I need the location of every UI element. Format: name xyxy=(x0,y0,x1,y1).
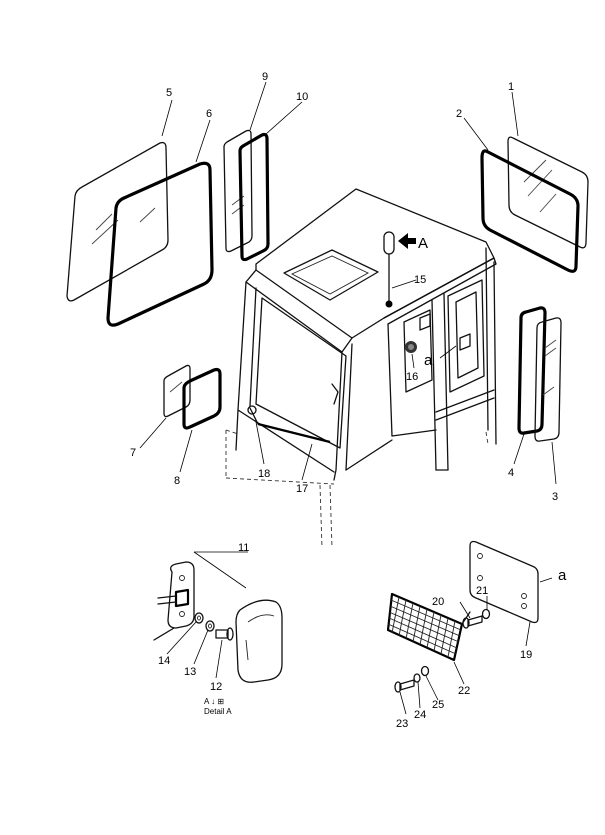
part-seal-rear-right xyxy=(480,149,580,273)
part-glass-front-left xyxy=(66,141,169,302)
callout-8: 8 xyxy=(174,475,180,487)
callout-12: 12 xyxy=(210,681,222,693)
part-washer-21 xyxy=(481,608,491,620)
callout-5: 5 xyxy=(166,87,172,99)
part-washer-24 xyxy=(413,673,421,683)
ref-a-cab: a xyxy=(424,352,433,369)
part-mirror-bracket xyxy=(153,561,195,641)
part-glass-right-narrow xyxy=(534,317,562,442)
callout-15: 15 xyxy=(414,274,426,286)
detail-caption-line2: Detail A xyxy=(204,707,232,716)
part-knob xyxy=(405,341,417,353)
callout-6: 6 xyxy=(206,108,212,120)
part-bolt-23 xyxy=(394,679,415,693)
callout-13: 13 xyxy=(184,666,196,678)
part-seal-side-narrow xyxy=(238,132,270,262)
detail-caption-line1: A ↓ ⊞ xyxy=(204,697,224,706)
callout-4: 4 xyxy=(508,467,514,479)
part-seal-small xyxy=(182,367,222,430)
callout-14: 14 xyxy=(158,655,170,667)
ref-a-plate: a xyxy=(558,567,567,584)
callout-10: 10 xyxy=(296,91,308,103)
part-seal-right-narrow xyxy=(517,306,547,435)
part-washer-25 xyxy=(420,665,430,677)
callout-25: 25 xyxy=(432,699,444,711)
callout-7: 7 xyxy=(130,447,136,459)
part-seal-front-left xyxy=(106,161,214,327)
callout-1: 1 xyxy=(508,81,514,93)
part-glass-rear-right xyxy=(507,136,589,249)
part-glass-side-narrow xyxy=(223,129,253,253)
callout-23: 23 xyxy=(396,718,408,730)
part-washer-14 xyxy=(194,612,204,624)
part-glass-small xyxy=(163,364,191,418)
part-mirror-head xyxy=(235,599,283,683)
view-arrow-A xyxy=(398,233,416,249)
callout-20: 20 xyxy=(432,596,444,608)
part-plate xyxy=(469,540,539,624)
part-bolt-20 xyxy=(462,615,483,629)
leader-lines xyxy=(139,81,557,715)
part-bolt-12 xyxy=(215,627,234,641)
callout-16: 16 xyxy=(406,371,418,383)
callout-17: 17 xyxy=(296,483,308,495)
callout-21: 21 xyxy=(476,585,488,597)
callout-24: 24 xyxy=(414,709,426,721)
callout-labels: 5 6 9 10 1 2 15 16 7 8 18 17 4 3 11 14 1… xyxy=(130,71,558,730)
callout-22: 22 xyxy=(458,685,470,697)
callout-19: 19 xyxy=(520,649,532,661)
callout-18: 18 xyxy=(258,468,270,480)
part-roof-lamp xyxy=(383,231,395,308)
callout-11: 11 xyxy=(238,542,249,554)
part-wiper xyxy=(247,383,339,444)
view-arrow-label: A xyxy=(418,235,428,252)
part-washer-13 xyxy=(205,620,215,632)
part-net-guard xyxy=(386,592,471,662)
callout-3: 3 xyxy=(552,491,558,503)
callout-9: 9 xyxy=(262,71,268,83)
cab-frame xyxy=(225,188,497,549)
callout-2: 2 xyxy=(456,108,462,120)
